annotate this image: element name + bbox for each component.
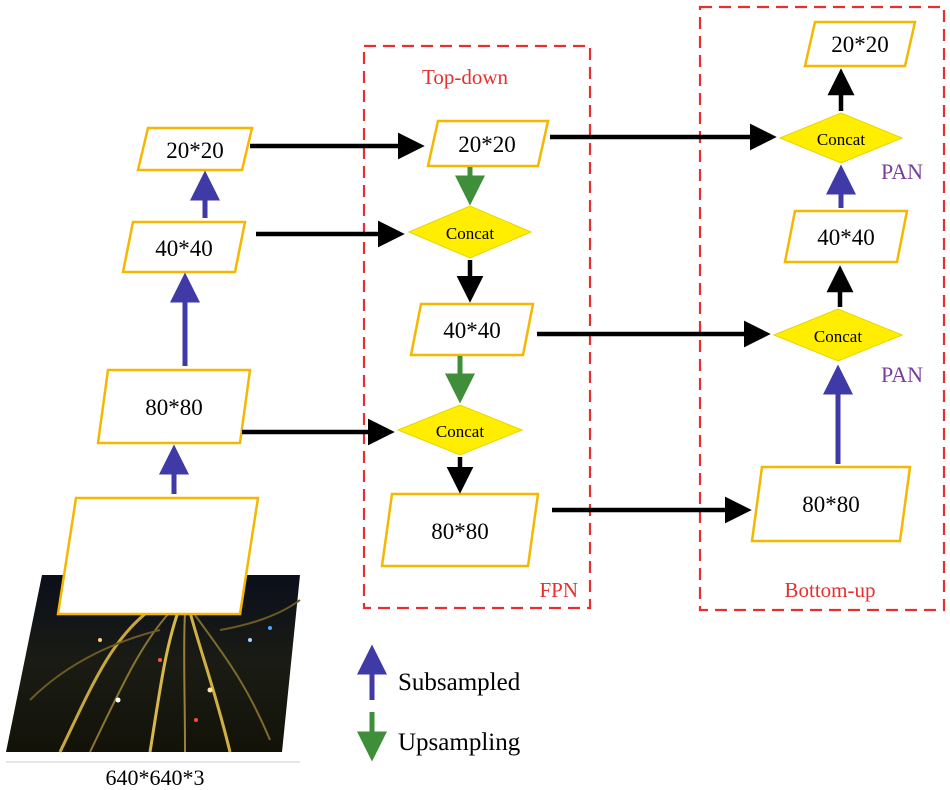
fpn-40-label: 40*40: [443, 318, 501, 343]
input-size-label: 640*640*3: [106, 765, 205, 790]
fpn-20-label: 20*20: [458, 132, 516, 157]
fpn-80-label: 80*80: [431, 519, 489, 544]
pan-80-label: 80*80: [802, 492, 860, 517]
pan-40-label: 40*40: [817, 225, 875, 250]
fpn-box-20: [426, 119, 550, 168]
pan-concat-mid-label: Concat: [814, 327, 862, 346]
legend-subsampled-label: Subsampled: [398, 669, 521, 696]
pan-region: [698, 5, 946, 612]
backbone-20-label: 20*20: [166, 138, 224, 163]
fpn-concat-2-label: Concat: [436, 422, 484, 441]
fpn-box-80: [380, 492, 540, 568]
fpn-concat-1: [407, 205, 533, 259]
backbone-box-40: [121, 220, 247, 274]
pan-box-80: [750, 465, 912, 543]
fpn-label: FPN: [539, 578, 578, 602]
pan-box-40: [783, 209, 909, 264]
input-image: [6, 575, 301, 753]
legend-upsampling-label: Upsampling: [398, 729, 521, 756]
pan-concat-top: [778, 112, 904, 164]
pan-concat-mid: [772, 308, 904, 362]
backbone-40-label: 40*40: [155, 236, 213, 261]
pan-label-top: PAN: [881, 159, 923, 184]
pan-concat-top-label: Concat: [817, 130, 865, 149]
backbone-box-80: [96, 368, 252, 445]
fpn-concat-2: [396, 404, 524, 456]
backbone-80-label: 80*80: [145, 395, 203, 420]
pan-label-mid: PAN: [881, 362, 923, 387]
bottom-up-label: Bottom-up: [784, 578, 875, 602]
pan-output-box-20: [803, 20, 917, 68]
fpn-region: [362, 44, 592, 610]
top-down-label: Top-down: [422, 65, 509, 89]
fpn-box-40: [409, 302, 535, 357]
fpn-concat-1-label: Concat: [446, 224, 494, 243]
input-feature-box: [56, 496, 260, 616]
pan-output-20-label: 20*20: [831, 32, 889, 57]
backbone-box-20: [136, 126, 254, 172]
